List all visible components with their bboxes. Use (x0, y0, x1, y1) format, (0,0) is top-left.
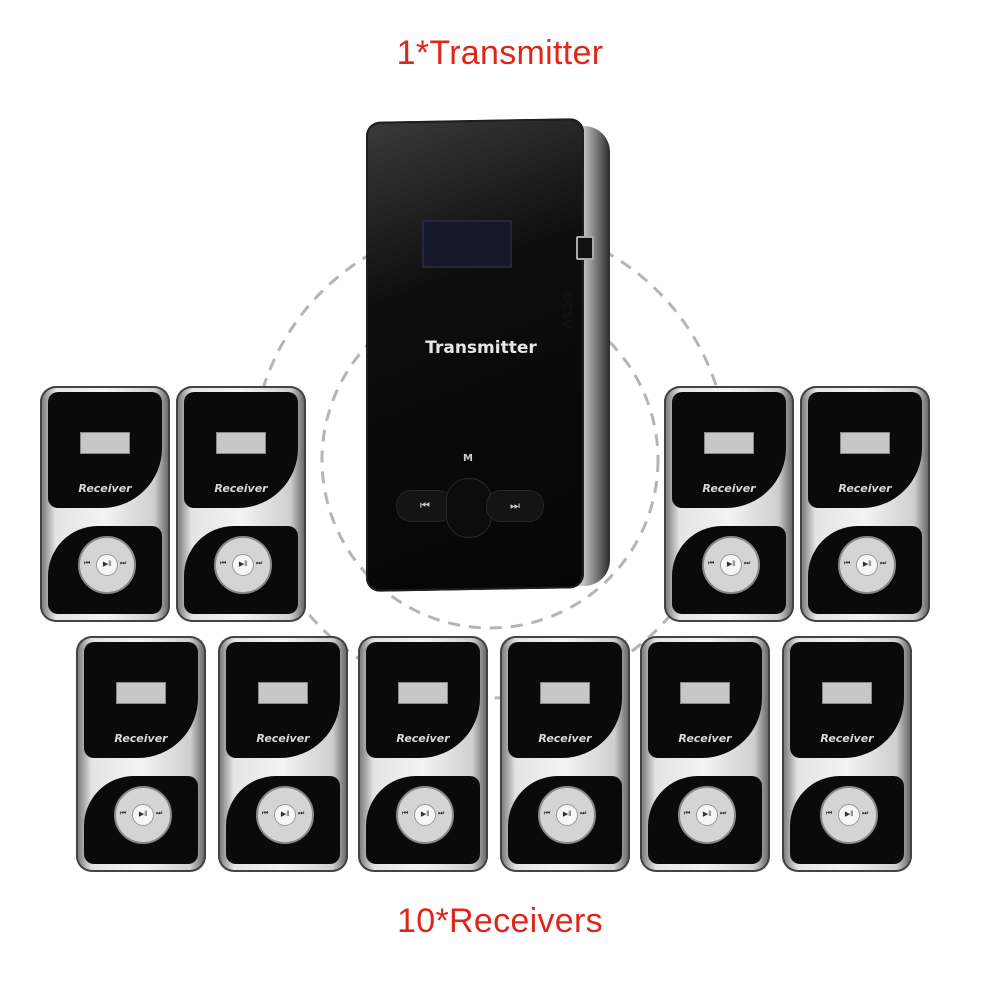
play-pause-icon: ▶‖ (274, 804, 296, 826)
receiver-label: Receiver (214, 482, 268, 495)
receiver-device: Receiver ⏮ ▶‖ ⏭ (218, 636, 348, 872)
prev-icon: ⏮ (708, 560, 715, 567)
receiver-screen (80, 432, 130, 454)
next-icon: ⏭ (156, 810, 163, 817)
prev-icon: ⏮ (262, 810, 269, 817)
receiver-screen (258, 682, 308, 704)
transmitter-screen (422, 220, 512, 268)
next-button: ⏭ (486, 490, 544, 522)
prev-icon: ⏮ (120, 810, 127, 817)
play-pause-icon: ▶‖ (838, 804, 860, 826)
receiver-control-wheel: ⏮ ▶‖ ⏭ (820, 786, 878, 844)
prev-icon: ⏮ (402, 810, 409, 817)
receiver-screen (680, 682, 730, 704)
prev-button: ⏮ (396, 490, 454, 522)
receiver-control-wheel: ⏮ ▶‖ ⏭ (396, 786, 454, 844)
receiver-label: Receiver (114, 732, 168, 745)
receiver-device: Receiver ⏮ ▶‖ ⏭ (176, 386, 306, 622)
play-pause-icon: ▶‖ (96, 554, 118, 576)
receiver-device: Receiver ⏮ ▶‖ ⏭ (640, 636, 770, 872)
receiver-label: Receiver (702, 482, 756, 495)
play-pause-icon: ▶‖ (414, 804, 436, 826)
next-icon: ⏭ (256, 560, 263, 567)
usb-port (576, 236, 594, 260)
receiver-screen (398, 682, 448, 704)
receiver-control-wheel: ⏮ ▶‖ ⏭ (214, 536, 272, 594)
receiver-control-wheel: ⏮ ▶‖ ⏭ (678, 786, 736, 844)
receiver-label: Receiver (256, 732, 310, 745)
prev-icon: ⏮ (544, 810, 551, 817)
receiver-screen (822, 682, 872, 704)
next-icon: ⏭ (580, 810, 587, 817)
next-icon: ⏭ (862, 810, 869, 817)
next-icon: ⏭ (298, 810, 305, 817)
receiver-count-caption: 10*Receivers (397, 902, 603, 940)
play-pause-icon: ▶‖ (132, 804, 154, 826)
receiver-control-wheel: ⏮ ▶‖ ⏭ (838, 536, 896, 594)
receiver-control-wheel: ⏮ ▶‖ ⏭ (702, 536, 760, 594)
prev-icon: ⏮ (684, 810, 691, 817)
prev-icon: ⏮ (844, 560, 851, 567)
receiver-device: Receiver ⏮ ▶‖ ⏭ (800, 386, 930, 622)
prev-icon: ⏮ (420, 500, 430, 512)
play-pause-icon: ▶‖ (720, 554, 742, 576)
next-icon: ⏭ (880, 560, 887, 567)
receiver-control-wheel: ⏮ ▶‖ ⏭ (538, 786, 596, 844)
next-icon: ⏭ (438, 810, 445, 817)
receiver-control-wheel: ⏮ ▶‖ ⏭ (256, 786, 314, 844)
receiver-device: Receiver ⏮ ▶‖ ⏭ (76, 636, 206, 872)
play-pause-icon: ▶‖ (696, 804, 718, 826)
play-pause-icon: ▶‖ (232, 554, 254, 576)
receiver-label: Receiver (838, 482, 892, 495)
next-icon: ⏭ (720, 810, 727, 817)
receiver-label: Receiver (78, 482, 132, 495)
next-icon: ⏭ (120, 560, 127, 567)
receiver-device: Receiver ⏮ ▶‖ ⏭ (500, 636, 630, 872)
receiver-label: Receiver (678, 732, 732, 745)
receiver-device: Receiver ⏮ ▶‖ ⏭ (782, 636, 912, 872)
prev-icon: ⏮ (220, 560, 227, 567)
receiver-label: Receiver (396, 732, 450, 745)
next-icon: ⏭ (510, 500, 520, 512)
play-pause-icon: ▶‖ (856, 554, 878, 576)
next-icon: ⏭ (744, 560, 751, 567)
prev-icon: ⏮ (84, 560, 91, 567)
receiver-control-wheel: ⏮ ▶‖ ⏭ (78, 536, 136, 594)
receiver-control-wheel: ⏮ ▶‖ ⏭ (114, 786, 172, 844)
receiver-device: Receiver ⏮ ▶‖ ⏭ (664, 386, 794, 622)
receiver-device: Receiver ⏮ ▶‖ ⏭ (358, 636, 488, 872)
receiver-screen (116, 682, 166, 704)
port-label: DC5V (560, 292, 574, 329)
transmitter-label: Transmitter (425, 338, 537, 358)
transmitter-device: Transmitter M ⏮ ⏭ DC5V (366, 118, 614, 592)
prev-icon: ⏮ (826, 810, 833, 817)
play-pause-icon: ▶‖ (556, 804, 578, 826)
receiver-screen (540, 682, 590, 704)
transmitter-count-caption: 1*Transmitter (396, 34, 604, 72)
receiver-screen (840, 432, 890, 454)
receiver-device: Receiver ⏮ ▶‖ ⏭ (40, 386, 170, 622)
receiver-screen (704, 432, 754, 454)
mode-button-label: M (463, 453, 473, 464)
receiver-screen (216, 432, 266, 454)
receiver-label: Receiver (820, 732, 874, 745)
receiver-label: Receiver (538, 732, 592, 745)
